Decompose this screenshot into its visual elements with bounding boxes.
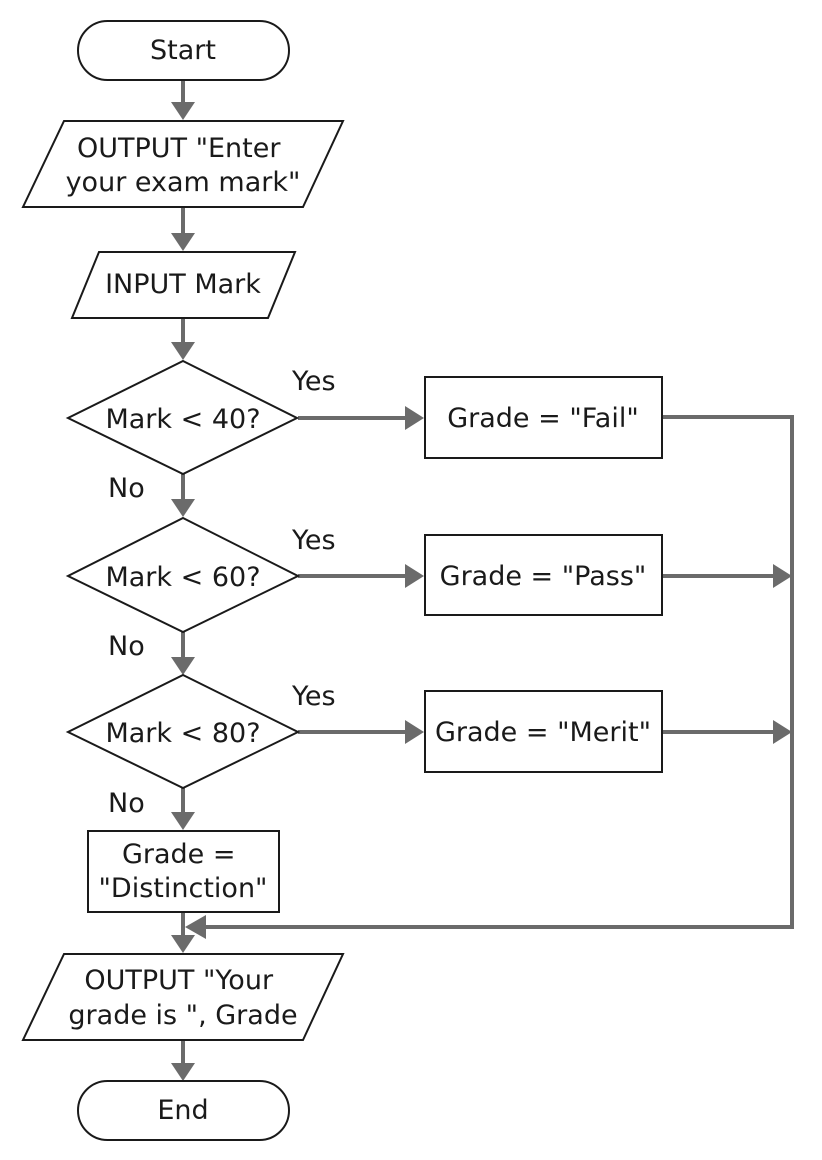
- arrowhead-right-pass: [405, 564, 424, 588]
- edge-labels: Yes Yes Yes No No No: [108, 366, 336, 819]
- arrowhead-down-output: [171, 102, 195, 120]
- grade-distinction-line-2: "Distinction": [99, 873, 268, 904]
- arrowhead-down-end: [171, 1063, 195, 1081]
- output-grade-parallelogram: OUTPUT "Your grade is ", Grade: [21, 953, 345, 1041]
- decision-mark-under-60: Mark < 60?: [65, 516, 301, 634]
- output-prompt-parallelogram: OUTPUT "Enter your exam mark": [21, 120, 345, 208]
- input-mark-parallelogram: INPUT Mark: [70, 251, 297, 319]
- arrowhead-right-fail: [405, 406, 424, 430]
- decision-60-label: Mark < 60?: [105, 562, 260, 593]
- input-mark-label: INPUT Mark: [105, 269, 261, 300]
- output-grade-line-2: grade is ", Grade: [68, 1000, 297, 1031]
- yes-label-60: Yes: [291, 525, 336, 556]
- decision-80-label: Mark < 80?: [105, 718, 260, 749]
- arrowhead-left-merge: [185, 915, 206, 939]
- end-label: End: [157, 1095, 208, 1126]
- arrowhead-right-pass-merge: [773, 564, 792, 588]
- decision-40-label: Mark < 40?: [105, 404, 260, 435]
- start-label: Start: [150, 35, 216, 66]
- grade-merit-label: Grade = "Merit": [435, 717, 651, 748]
- output-prompt-line-1: OUTPUT "Enter: [77, 133, 281, 164]
- grade-distinction-process: Grade = "Distinction": [87, 830, 280, 913]
- arrowhead-down-decision40: [171, 342, 195, 360]
- yes-label-80: Yes: [291, 681, 336, 712]
- yes-label-40: Yes: [291, 366, 336, 397]
- no-label-80: No: [108, 788, 145, 819]
- grade-fail-process: Grade = "Fail": [424, 376, 663, 459]
- start-terminator: Start: [77, 20, 290, 81]
- output-grade-line-1: OUTPUT "Your: [84, 965, 274, 996]
- end-terminator: End: [77, 1080, 290, 1141]
- arrowhead-right-merit: [405, 720, 424, 744]
- no-label-60: No: [108, 631, 145, 662]
- arrowheads: [171, 102, 792, 1081]
- grade-merit-process: Grade = "Merit": [424, 690, 663, 773]
- grade-distinction-label: Grade = "Distinction": [99, 839, 268, 904]
- arrowhead-down-decision80: [171, 657, 195, 675]
- grade-fail-label: Grade = "Fail": [447, 403, 639, 434]
- grade-pass-label: Grade = "Pass": [440, 561, 647, 592]
- arrowhead-down-input: [171, 233, 195, 251]
- connectors: [181, 80, 794, 1066]
- arrowhead-down-decision60: [171, 499, 195, 517]
- arrowhead-right-merit-merge: [773, 720, 792, 744]
- output-prompt-label: OUTPUT "Enter your exam mark": [66, 133, 301, 198]
- no-label-40: No: [108, 473, 145, 504]
- decision-mark-under-80: Mark < 80?: [65, 673, 301, 790]
- arrowhead-down-output-grade: [171, 935, 195, 953]
- decision-mark-under-40: Mark < 40?: [65, 359, 300, 476]
- grade-pass-process: Grade = "Pass": [424, 534, 663, 616]
- output-grade-label: OUTPUT "Your grade is ", Grade: [68, 965, 297, 1031]
- arrowhead-down-distinction: [171, 812, 195, 830]
- grade-distinction-line-1: Grade =: [122, 839, 236, 870]
- output-prompt-line-2: your exam mark": [66, 167, 301, 198]
